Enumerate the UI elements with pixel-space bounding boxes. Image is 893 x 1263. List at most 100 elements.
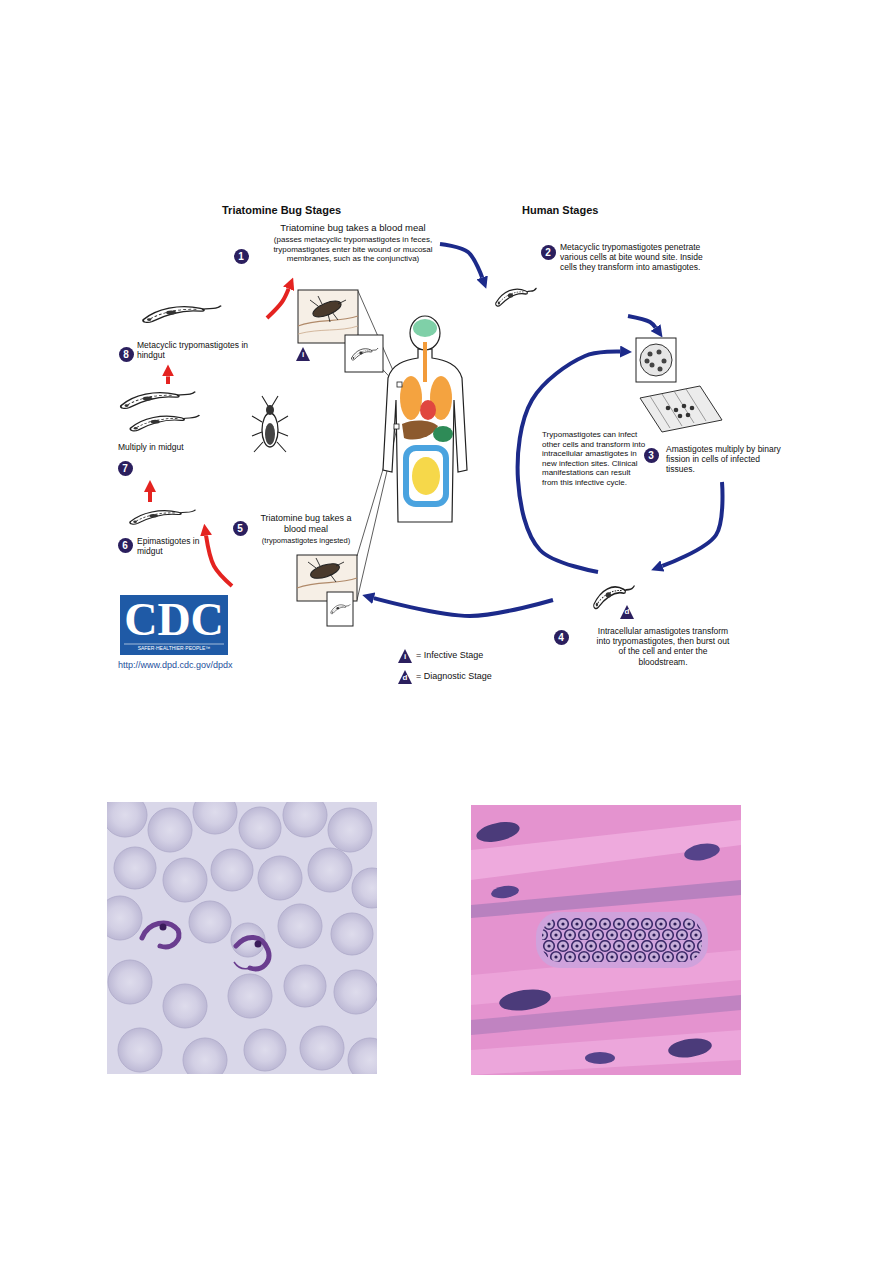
blood-smear-photo — [283, 802, 327, 837]
blood-smear-photo — [107, 802, 377, 1074]
stage-number: 1 — [234, 249, 249, 264]
blood-smear-photo — [300, 1026, 344, 1070]
source-url: http://www.dpd.cdc.gov/dpdx — [118, 660, 288, 671]
stage-node: 5Triatomine bug takes a blood meal(trypo… — [232, 512, 362, 630]
parasite-drawing — [645, 359, 650, 364]
blood-smear-photo — [160, 924, 167, 931]
blood-smear-photo — [328, 808, 372, 852]
parasite-drawing — [130, 415, 199, 431]
infective-stage-marker — [296, 347, 310, 361]
bite-picture — [351, 348, 378, 360]
cdc-logo — [120, 595, 228, 655]
stage-description: Epimastigotes in midgut — [137, 536, 203, 556]
blood-smear-photo — [331, 913, 373, 955]
legend-text: = Infective Stage — [416, 650, 483, 661]
bite-picture — [308, 558, 344, 582]
blood-smear-photo — [183, 1038, 227, 1074]
parasite-drawing — [690, 406, 695, 411]
parasite-drawing — [650, 363, 655, 368]
cycle-arrow — [662, 482, 722, 566]
parasite-drawing — [682, 404, 687, 409]
parasite-drawing — [121, 288, 722, 608]
stage-description: Amastigotes multiply by binary fission i… — [666, 444, 786, 475]
blood-smear-photo — [234, 962, 250, 969]
cycle-arrow — [148, 492, 152, 502]
human-figure — [413, 319, 437, 337]
stage-description: Multiply in midgut — [118, 442, 206, 452]
blood-smear-photo — [142, 923, 179, 947]
cycle-note: Trypomastigotes can infect other cells a… — [542, 430, 646, 488]
stage-node: 8Metacyclic trypomastigotes in hindgut — [112, 296, 267, 365]
human-figure — [400, 376, 422, 420]
tissue-section-photo — [667, 1036, 713, 1060]
legend-text: = Diagnostic Stage — [416, 671, 492, 682]
parasite-drawing — [662, 359, 667, 364]
legend-marker-letter: d — [401, 674, 409, 682]
bite-picture — [297, 578, 357, 588]
stage-number: 2 — [541, 245, 556, 260]
cdc-logo — [124, 644, 224, 645]
stage-node: 2 Metacyclic trypomastigotes penetrate va… — [488, 238, 708, 316]
cycle-arrow — [374, 598, 553, 616]
blood-smear-photo — [334, 970, 377, 1014]
stage-number: 3 — [644, 448, 659, 463]
tissue-section-photo — [471, 1030, 741, 1075]
cycle-arrow — [166, 376, 170, 384]
blood-smear-photo — [114, 847, 156, 889]
bite-picture — [331, 604, 350, 614]
stage-number: 7 — [118, 461, 133, 476]
connector-group — [150, 244, 722, 616]
blood-smear-photo — [239, 807, 281, 849]
blood-smear-photo — [244, 1029, 286, 1071]
parasite-drawing — [640, 344, 672, 376]
stage-description: Intracellular amastigotes transform into… — [593, 626, 733, 667]
logo-text: CDC — [120, 597, 228, 643]
human-figure — [402, 420, 438, 439]
stage-node: 1Triatomine bug takes a blood meal(passe… — [232, 222, 440, 278]
blood-smear-photo — [352, 868, 377, 908]
blood-smear-photo — [255, 941, 262, 948]
bite-picture — [310, 296, 346, 322]
tissue-section-photo — [475, 819, 522, 846]
bite-picture — [298, 326, 358, 334]
stage-marker-letter: i — [299, 351, 307, 359]
blood-smear-photo — [107, 802, 377, 1074]
human-figure — [383, 316, 467, 522]
triatomine-bug-icon — [266, 405, 274, 415]
blood-smear-photo — [211, 849, 253, 891]
parasite-drawing — [143, 306, 221, 323]
parasite-drawing — [648, 352, 653, 357]
parasite-drawing — [678, 414, 683, 419]
tissue-section-photo — [542, 918, 702, 962]
stage-number: 8 — [119, 347, 134, 362]
tissue-section-photo — [536, 912, 708, 968]
parasite-drawing — [674, 408, 679, 413]
stage-node: 4Intracellular amastigotes transform int… — [553, 572, 765, 670]
blood-smear-photo — [163, 858, 207, 902]
legend-sample — [398, 649, 412, 684]
section-heading: Human Stages — [522, 204, 652, 217]
blood-smear-photo — [107, 896, 142, 940]
parasite-drawing — [121, 392, 195, 409]
bite-picture — [309, 561, 341, 582]
blood-smear-photo — [258, 856, 302, 900]
stage-description: Triatomine bug takes a blood meal — [252, 513, 360, 535]
stage-node: 7 Multiply in midgut — [108, 384, 208, 480]
stage-description: Triatomine bug takes a blood meal — [266, 222, 440, 233]
triatomine-bug-icon — [252, 396, 288, 452]
bite-picture — [327, 592, 353, 626]
stage-node: 6Epimastigotes in midgut — [113, 502, 203, 562]
cycle-arrow — [628, 316, 656, 328]
triatomine-bug-icon — [262, 413, 278, 447]
stage-description: Metacyclic trypomastigotes penetrate var… — [560, 242, 706, 273]
parasite-drawing — [658, 367, 663, 372]
human-figure — [433, 426, 453, 442]
parasite-drawing — [594, 586, 635, 609]
blood-smear-photo — [118, 1028, 162, 1072]
blood-smear-photo — [308, 848, 352, 892]
parasite-drawing — [686, 413, 691, 418]
blood-smear-photo — [348, 1038, 377, 1074]
cycle-arrow — [440, 244, 482, 278]
